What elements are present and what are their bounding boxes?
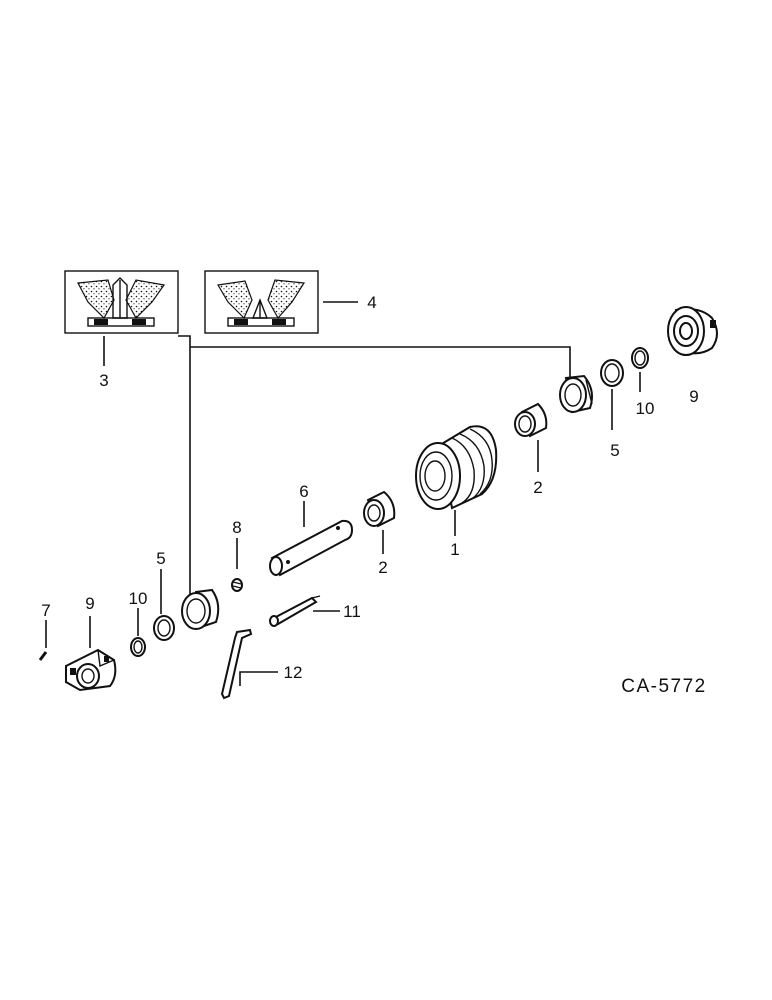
oring-rear xyxy=(631,347,649,369)
plug xyxy=(231,578,243,592)
callout-5-rear: 5 xyxy=(610,441,619,460)
callout-9-rear: 9 xyxy=(689,387,698,406)
callout-4: 4 xyxy=(367,293,376,312)
collar-front xyxy=(65,648,117,692)
callout-1: 1 xyxy=(450,540,459,559)
ring-front xyxy=(153,615,175,641)
callout-10-rear: 10 xyxy=(636,399,655,418)
seal-ring-rear xyxy=(559,374,593,414)
callout-5-front: 5 xyxy=(156,549,165,568)
pin xyxy=(38,651,48,661)
callout-6: 6 xyxy=(299,482,308,501)
shaft xyxy=(269,519,354,577)
oring-front xyxy=(130,637,146,657)
grease-fitting xyxy=(269,595,321,627)
bracket-line-front xyxy=(178,335,191,598)
callout-11: 11 xyxy=(343,602,361,621)
seal-assembly-3 xyxy=(64,270,179,334)
callout-7: 7 xyxy=(41,601,50,620)
ring-rear xyxy=(600,359,624,387)
track-roller xyxy=(415,425,498,510)
bushing-front xyxy=(363,490,396,528)
leader-line xyxy=(239,671,278,686)
drawing-code: CA-5772 xyxy=(621,676,707,697)
callout-3: 3 xyxy=(99,371,108,390)
callout-10-front: 10 xyxy=(129,589,148,608)
collar-rear xyxy=(667,306,718,356)
bracket-line-rear xyxy=(190,346,571,378)
seal-ring-front xyxy=(181,588,220,630)
callout-2-rear: 2 xyxy=(533,478,542,497)
callout-8: 8 xyxy=(232,518,241,537)
bushing-rear xyxy=(514,402,548,438)
seal-assembly-4 xyxy=(204,270,319,334)
callout-2-front: 2 xyxy=(378,558,387,577)
wrench xyxy=(220,628,253,700)
callout-12: 12 xyxy=(284,663,303,682)
callout-9-front: 9 xyxy=(85,594,94,613)
